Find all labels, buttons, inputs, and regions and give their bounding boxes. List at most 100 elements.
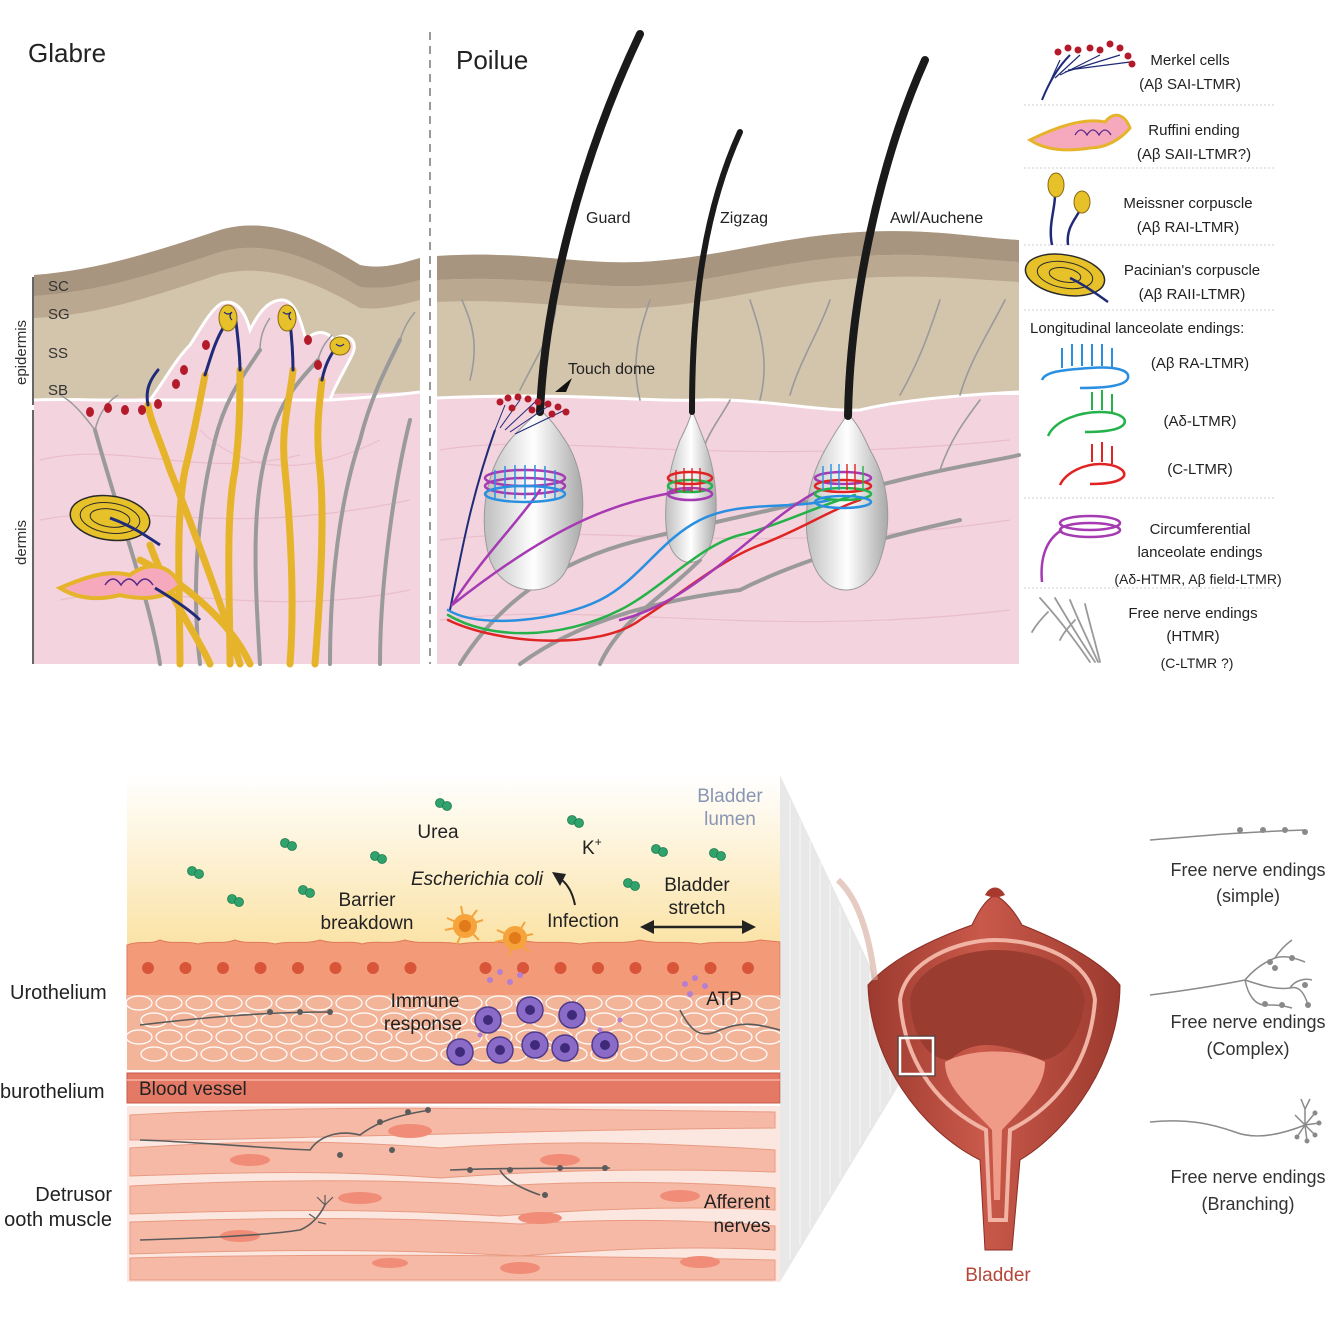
urea-label: Urea xyxy=(417,822,459,843)
cell-nucleus xyxy=(517,962,529,974)
cell-nucleus xyxy=(742,962,754,974)
cell-nucleus xyxy=(180,962,192,974)
solute-molecule xyxy=(575,819,584,828)
free-nerve-endings-icon xyxy=(1032,598,1100,662)
hairy-title: Poilue xyxy=(456,45,528,75)
cell-nucleus xyxy=(330,962,342,974)
receptor-legend: Merkel cells (Aβ SAI-LTMR) Ruffini endin… xyxy=(1022,41,1281,672)
immune-line2: response xyxy=(384,1014,462,1035)
lanceolate-ab-icon xyxy=(1042,344,1128,388)
bladder-lumen-line2: lumen xyxy=(704,809,756,830)
ruffini-ending-icon xyxy=(1030,115,1130,150)
potassium-symbol: K xyxy=(582,838,595,859)
solute-molecule xyxy=(717,852,726,861)
afferent-line1: Afferent xyxy=(704,1192,771,1213)
layer-sg-label: SG xyxy=(48,306,70,323)
layer-sc-label: SC xyxy=(48,278,69,295)
glabrous-skin-panel: epidermis dermis SC SG SS SB Glabre xyxy=(13,0,420,664)
cell-nucleus xyxy=(405,962,417,974)
barrier-line2: breakdown xyxy=(321,913,414,934)
cell-nucleus xyxy=(592,962,604,974)
ruffini-legend-name: Ruffini ending xyxy=(1148,122,1239,139)
lanceolate-c-label: (C-LTMR) xyxy=(1167,461,1233,478)
layer-ss-label: SS xyxy=(48,345,68,362)
circumferential-line1: Circumferential xyxy=(1150,521,1251,538)
solute-molecule xyxy=(659,848,668,857)
simple-nerve-ending-icon xyxy=(1150,827,1308,840)
merkel-legend-name: Merkel cells xyxy=(1150,52,1229,69)
free-nerve-legend-type: (HTMR) xyxy=(1166,628,1219,645)
urothelium-label: Urothelium xyxy=(10,982,107,1004)
meissner-corpuscle-icon xyxy=(1048,173,1090,245)
complex-nerve-ending-icon xyxy=(1150,940,1312,1008)
complex-line2: (Complex) xyxy=(1206,1039,1289,1059)
immune-line1: Immune xyxy=(391,991,460,1012)
cell-nucleus xyxy=(705,962,717,974)
bladder-lumen xyxy=(127,775,780,945)
solute-molecule xyxy=(306,889,315,898)
hairy-skin-panel: Poilue Guard Zigzag Awl/Auchene Touch do… xyxy=(437,34,1019,664)
barrier-line1: Barrier xyxy=(338,890,396,911)
guard-hair-label: Guard xyxy=(586,210,630,227)
solute-molecule xyxy=(378,855,387,864)
cell-nucleus xyxy=(292,962,304,974)
blood-vessel-label: Blood vessel xyxy=(139,1079,247,1100)
free-nerve-legend-name: Free nerve endings xyxy=(1128,605,1257,622)
longitudinal-header: Longitudinal lanceolate endings: xyxy=(1030,320,1244,337)
cell-nucleus xyxy=(255,962,267,974)
bladder-organ-label: Bladder xyxy=(965,1265,1031,1286)
cell-nucleus xyxy=(667,962,679,974)
pacinian-corpuscle-icon xyxy=(1022,248,1108,302)
solute-molecule xyxy=(235,898,244,907)
circumferential-type: (Aδ-HTMR, Aβ field-LTMR) xyxy=(1114,571,1281,587)
ecoli-label: Escherichia coli xyxy=(411,869,544,890)
nerve-ending-types: Free nerve endings (simple) Free nerve e… xyxy=(1150,827,1326,1214)
merkel-legend-type: (Aβ SAI-LTMR) xyxy=(1139,76,1241,93)
suburothelium-label: burothelium xyxy=(0,1081,105,1103)
pacinian-legend-type: (Aβ RAII-LTMR) xyxy=(1139,286,1246,303)
atp-label: ATP xyxy=(706,989,742,1010)
solute-molecule xyxy=(631,882,640,891)
epidermis-label: epidermis xyxy=(13,320,30,385)
cell-nucleus xyxy=(367,962,379,974)
potassium-charge: + xyxy=(595,835,602,849)
pacinian-legend-name: Pacinian's corpuscle xyxy=(1124,262,1260,279)
complex-line1: Free nerve endings xyxy=(1170,1012,1325,1032)
detrusor-line1: Detrusor xyxy=(35,1184,112,1206)
layer-sb-label: SB xyxy=(48,382,68,399)
touch-dome-label: Touch dome xyxy=(568,361,655,378)
glabrous-title: Glabre xyxy=(28,38,106,68)
lanceolate-c-icon xyxy=(1060,442,1124,485)
ruffini-legend-type: (Aβ SAII-LTMR?) xyxy=(1137,146,1251,163)
circumferential-icon xyxy=(1042,516,1120,582)
stretch-line1: Bladder xyxy=(664,875,730,896)
infection-label: Infection xyxy=(547,911,619,932)
solute-molecule xyxy=(288,842,297,851)
meissner-legend-name: Meissner corpuscle xyxy=(1123,195,1252,212)
cell-nucleus xyxy=(217,962,229,974)
afferent-line2: nerves xyxy=(713,1216,770,1237)
cell-nucleus xyxy=(480,962,492,974)
solute-molecule xyxy=(195,870,204,879)
simple-line1: Free nerve endings xyxy=(1170,860,1325,880)
merkel-cells-icon xyxy=(1042,41,1136,101)
complex-nerve-ending-dots xyxy=(1262,955,1311,1008)
cell-nucleus xyxy=(555,962,567,974)
cell-nucleus xyxy=(630,962,642,974)
zigzag-hair-label: Zigzag xyxy=(720,210,768,227)
circumferential-line2: lanceolate endings xyxy=(1137,544,1262,561)
detrusor-line2: ooth muscle xyxy=(4,1209,112,1231)
stretch-line2: stretch xyxy=(668,898,725,919)
free-nerve-legend-extra: (C-LTMR ?) xyxy=(1161,655,1234,671)
cell-nucleus xyxy=(142,962,154,974)
bladder-lumen-line1: Bladder xyxy=(697,786,763,807)
branching-nerve-ending-icon xyxy=(1150,1099,1319,1141)
dermis-label: dermis xyxy=(13,520,30,565)
lanceolate-ad-label: (Aδ-LTMR) xyxy=(1163,413,1236,430)
lanceolate-ab-label: (Aβ RA-LTMR) xyxy=(1151,355,1249,372)
awl-hair-label: Awl/Auchene xyxy=(890,210,983,227)
simple-line2: (simple) xyxy=(1216,886,1280,906)
lanceolate-ad-icon xyxy=(1048,390,1125,436)
branching-line2: (Branching) xyxy=(1201,1194,1294,1214)
